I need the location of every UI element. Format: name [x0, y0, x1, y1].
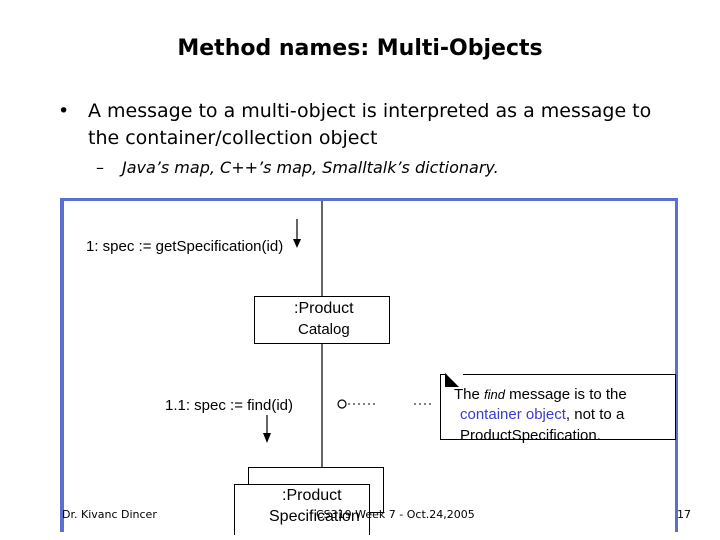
multi-object-name-line2: Specification [269, 508, 360, 525]
note-text-find: find [484, 387, 505, 402]
note-text-the: The [454, 386, 480, 403]
uml-note [440, 373, 676, 440]
arrow-1-head-icon [293, 239, 301, 248]
note-text-not-to: , not to a [565, 406, 625, 423]
product-catalog-name-line2: Catalog [298, 321, 350, 338]
bullet-text: A message to a multi-object is interpret… [88, 100, 652, 149]
note-line-2: container object, not to a [460, 406, 624, 423]
footer-page-number: 17 [677, 508, 691, 521]
note-text-message: message is to the [509, 386, 627, 403]
footer-course: CS319 Week 7 - Oct.24,2005 [316, 508, 475, 521]
diagram-lines [263, 201, 432, 467]
product-specification-multi-object [234, 484, 370, 535]
footer-author: Dr. Kivanc Dincer [62, 508, 157, 521]
message-1-label: 1: spec := getSpecification(id) [86, 238, 284, 255]
slide-title: Method names: Multi-Objects [177, 36, 543, 61]
product-catalog-object [254, 296, 390, 344]
bullet-dot-icon: • [58, 100, 70, 122]
arrow-2-head-icon [263, 433, 271, 443]
note-line-3: ProductSpecification. [460, 427, 601, 444]
sub-bullet-text: Java’s map, C++’s map, Smalltalk’s dicti… [122, 158, 499, 177]
multi-object-name-line1: :Product [282, 487, 342, 504]
note-anchor-icon [337, 399, 347, 409]
note-line-1: The find message is to the [454, 386, 627, 403]
collaboration-diagram: 1: spec := getSpecification(id) :Product… [60, 198, 678, 535]
dash-icon: – [96, 158, 104, 177]
product-catalog-name-line1: :Product [294, 300, 354, 317]
note-text-container: container object [460, 406, 566, 423]
message-1-1-label: 1.1: spec := find(id) [165, 397, 293, 414]
note-fold-icon [445, 373, 463, 389]
